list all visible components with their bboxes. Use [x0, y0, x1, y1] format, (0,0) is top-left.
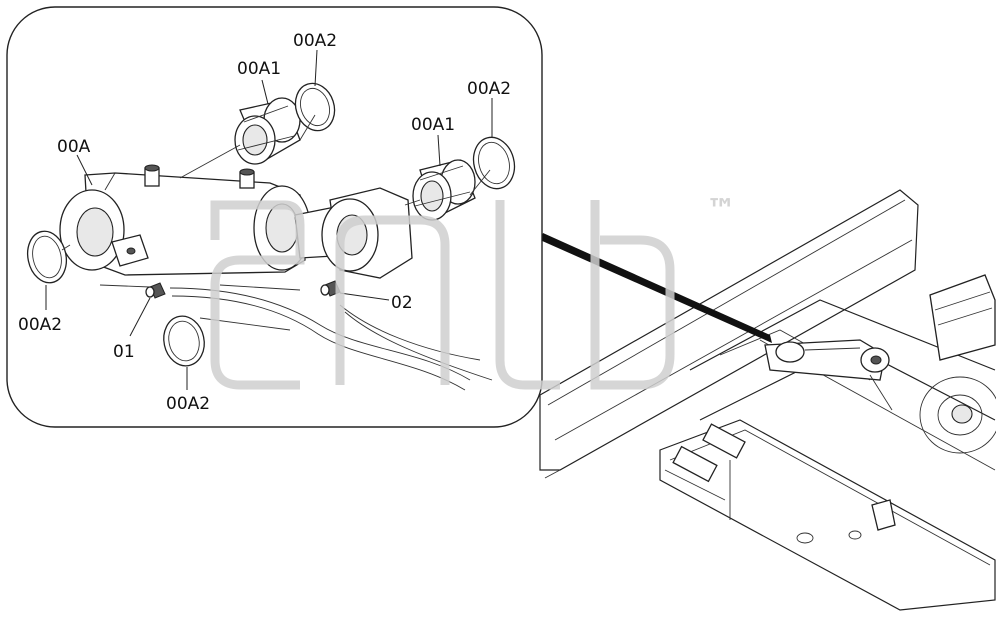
watermark-logo — [210, 200, 675, 390]
seal-ring-right-icon — [472, 136, 516, 190]
label-02: 02 — [391, 293, 413, 313]
leader-lines — [45, 49, 493, 390]
label-01: 01 — [113, 342, 135, 362]
hydraulic-hoses — [99, 284, 493, 391]
label-00A: 00A — [57, 137, 91, 157]
label-00A1-left: 00A1 — [237, 59, 281, 79]
label-00A2-top: 00A2 — [293, 31, 337, 51]
label-00A2-right: 00A2 — [467, 79, 511, 99]
seal-ring-top-icon — [294, 82, 336, 132]
assembly-lines — [61, 114, 491, 251]
grease-fitting-01-icon — [145, 282, 166, 299]
bushing-left-icon — [234, 97, 301, 165]
label-00A1-right: 00A1 — [411, 115, 455, 135]
seal-ring-left-icon — [26, 230, 68, 284]
excavator-undercarriage-icon — [539, 189, 996, 611]
trademark-symbol: ™ — [706, 193, 736, 228]
bushing-right-icon — [412, 159, 476, 221]
label-00A2-bottom: 00A2 — [166, 394, 210, 414]
label-00A2-left: 00A2 — [18, 315, 62, 335]
seal-ring-bottom-icon — [163, 315, 205, 367]
